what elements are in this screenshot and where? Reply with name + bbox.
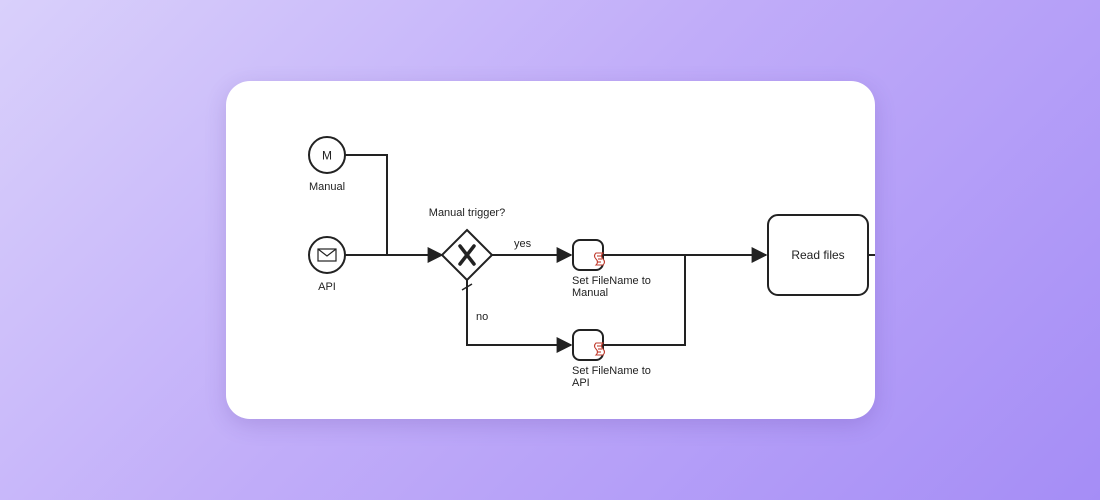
start-event-manual[interactable]: M (308, 136, 346, 174)
start-event-api[interactable] (308, 236, 346, 274)
sequence-flows (345, 154, 875, 353)
script-task-api[interactable] (572, 329, 606, 361)
x-marker-icon (458, 244, 476, 266)
manual-trigger-icon: M (322, 149, 332, 163)
diagram-card: M Manual API Manual trigger? yes no (226, 81, 875, 419)
gateway-label: Manual trigger? (429, 207, 505, 219)
task-api-label-line1: Set FileName to (572, 365, 651, 377)
default-flow-marker (461, 283, 473, 291)
flow-manual-to-gateway[interactable] (345, 154, 388, 255)
start-event-api-label: API (318, 281, 336, 293)
flow-no-label: no (476, 311, 488, 323)
task-manual-label-line1: Set FileName to (572, 275, 651, 287)
envelope-icon (317, 248, 337, 262)
flow-yes-label: yes (514, 238, 532, 250)
start-event-manual-label: Manual (309, 181, 345, 193)
bpmn-diagram: M Manual API Manual trigger? yes no (308, 136, 875, 389)
task-read-files-label: Read files (791, 248, 844, 262)
flow-gateway-no[interactable] (466, 280, 573, 353)
task-manual-label-line2: Manual (572, 287, 608, 299)
script-icon (593, 342, 606, 356)
script-task-manual[interactable] (572, 239, 606, 271)
script-icon (593, 252, 606, 266)
flow-task-api-to-merge[interactable] (604, 255, 686, 346)
task-read-files[interactable]: Read files (767, 214, 869, 296)
exclusive-gateway[interactable] (440, 228, 494, 282)
task-api-label-line2: API (572, 377, 590, 389)
